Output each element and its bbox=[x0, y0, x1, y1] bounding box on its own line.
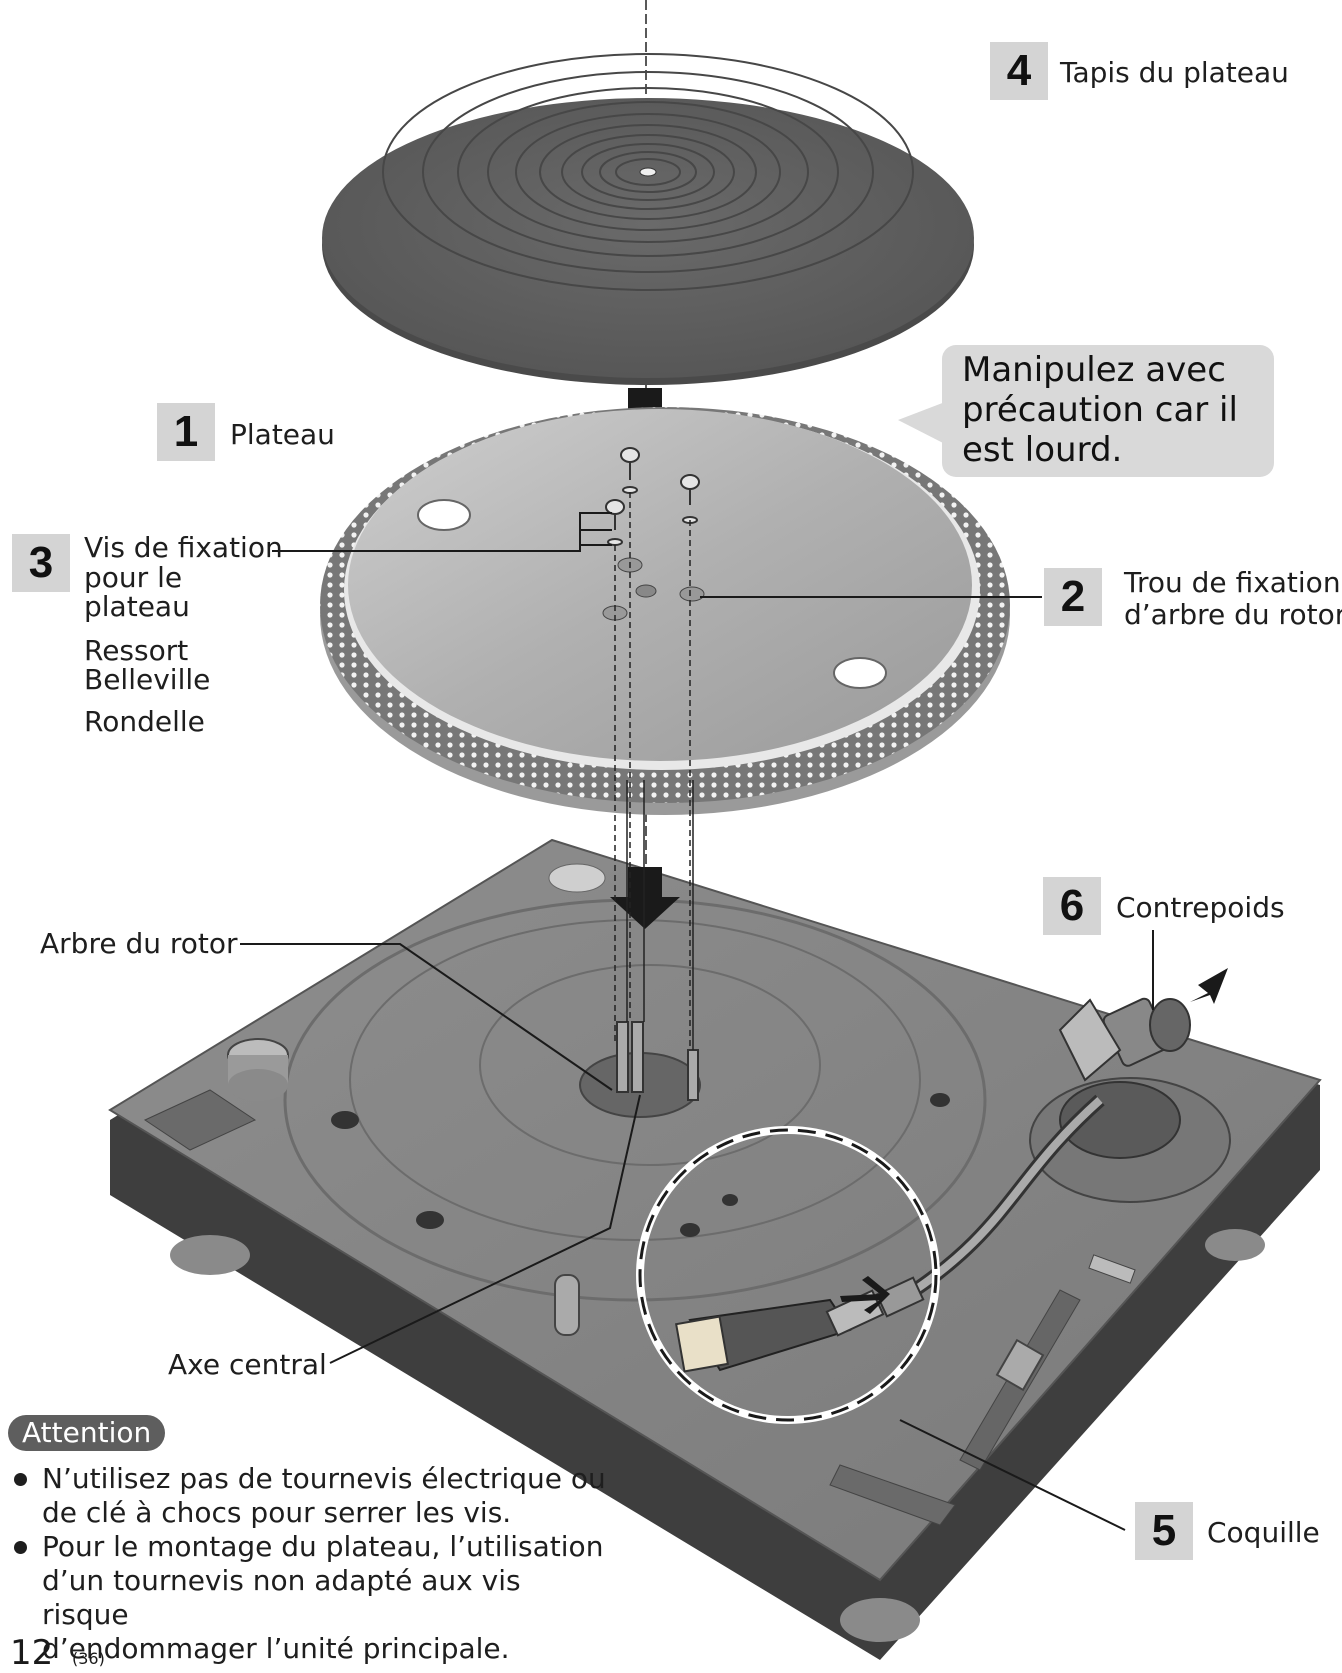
bullet-icon bbox=[14, 1541, 27, 1554]
attention-badge: Attention bbox=[8, 1415, 166, 1451]
label-rondelle: Rondelle bbox=[84, 705, 205, 738]
attention-item-2-line3: d’endommager l’unité principale. bbox=[42, 1632, 510, 1665]
leader-axe bbox=[329, 1094, 641, 1364]
page-subnumber: (36) bbox=[72, 1649, 105, 1668]
callout-pointer bbox=[898, 402, 945, 444]
page-number: 12 bbox=[10, 1633, 54, 1673]
label-plateau: Plateau bbox=[230, 418, 335, 451]
label-contrepoids: Contrepoids bbox=[1116, 891, 1285, 924]
leader-vis bbox=[272, 512, 612, 552]
arrow-counterweight bbox=[1190, 968, 1228, 1004]
callout-line3: est lourd. bbox=[962, 430, 1123, 470]
callout-box bbox=[942, 345, 1274, 477]
label-ressort-line1: Ressort bbox=[84, 634, 189, 667]
attention-item-1-line2: de clé à chocs pour serrer les vis. bbox=[42, 1496, 512, 1529]
label-4-number: 4 bbox=[990, 42, 1048, 100]
callout-line1: Manipulez avec bbox=[962, 350, 1226, 390]
label-arbre-du-rotor: Arbre du rotor bbox=[40, 927, 238, 960]
leader-coquille bbox=[899, 1419, 1126, 1531]
label-tapis-du-plateau: Tapis du plateau bbox=[1060, 56, 1289, 89]
callout-line2: précaution car il bbox=[962, 390, 1238, 430]
label-vis-line1: Vis de fixation bbox=[84, 531, 283, 564]
label-6-number: 6 bbox=[1043, 877, 1101, 935]
label-coquille: Coquille bbox=[1207, 1516, 1320, 1549]
attention-item-2-line1: Pour le montage du plateau, l’utilisatio… bbox=[42, 1530, 604, 1563]
arrow-cartridge bbox=[840, 1276, 890, 1314]
attention-item-1: N’utilisez pas de tournevis électrique o… bbox=[12, 1462, 612, 1530]
platter-mat bbox=[322, 53, 974, 385]
attention-item-1-line1: N’utilisez pas de tournevis électrique o… bbox=[42, 1462, 606, 1495]
label-vis-line3: plateau bbox=[84, 590, 190, 623]
bullet-icon bbox=[14, 1473, 27, 1486]
arrow-down-2 bbox=[610, 867, 680, 929]
callout-text: Manipulez avec précaution car il est lou… bbox=[962, 350, 1238, 470]
label-vis-line2: pour le bbox=[84, 561, 183, 594]
label-ressort-line2: Belleville bbox=[84, 663, 211, 696]
label-2-number: 2 bbox=[1044, 568, 1102, 626]
label-5-number: 5 bbox=[1135, 1502, 1193, 1560]
turntable-body bbox=[108, 838, 1322, 1660]
label-1-number: 1 bbox=[157, 403, 215, 461]
attention-list: N’utilisez pas de tournevis électrique o… bbox=[12, 1462, 612, 1666]
platter bbox=[320, 407, 1010, 815]
leader-arbre bbox=[240, 943, 613, 1091]
label-trou-line2: d’arbre du rotor bbox=[1124, 598, 1342, 631]
label-axe-central: Axe central bbox=[168, 1348, 327, 1381]
platter-screws bbox=[605, 447, 700, 546]
label-3-number: 3 bbox=[12, 534, 70, 592]
attention-item-2-line2: d’un tournevis non adapté aux vis risque bbox=[42, 1564, 521, 1631]
attention-item-2: Pour le montage du plateau, l’utilisatio… bbox=[12, 1530, 612, 1666]
label-trou-line1: Trou de fixation bbox=[1124, 566, 1341, 599]
